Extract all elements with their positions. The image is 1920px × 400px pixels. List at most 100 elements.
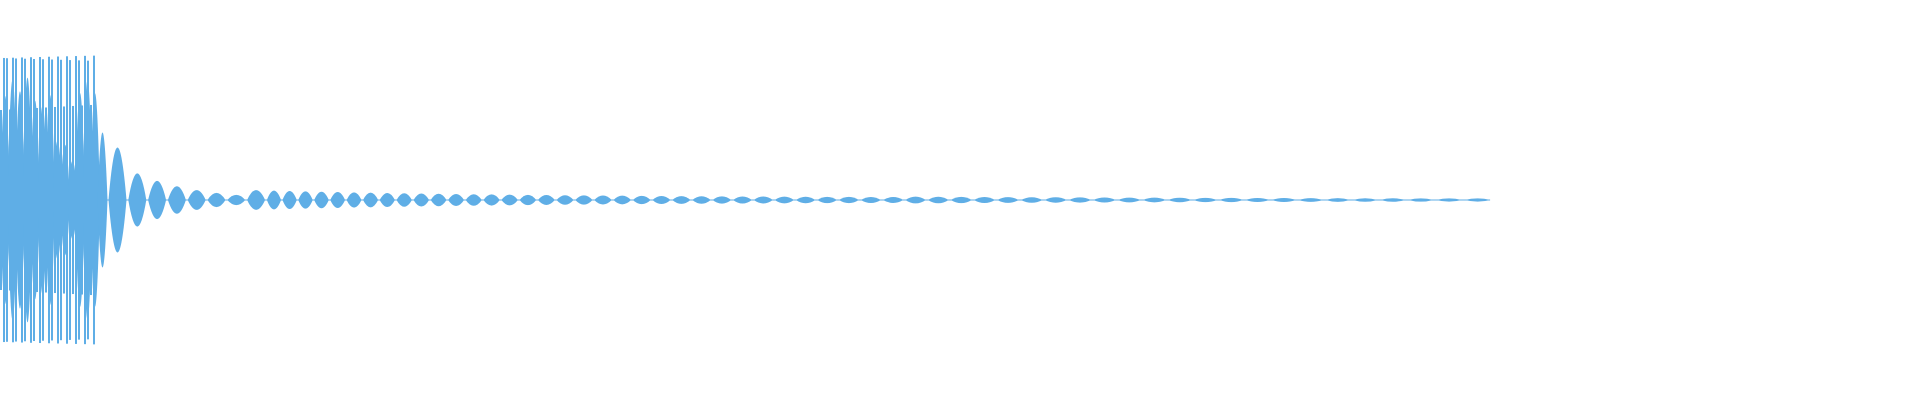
waveform-lobe bbox=[298, 191, 313, 209]
waveform-lobe bbox=[266, 190, 282, 210]
waveform-lobe bbox=[1271, 198, 1297, 202]
waveform-lobe bbox=[860, 196, 881, 204]
waveform-lobe bbox=[537, 195, 555, 205]
waveform-lobe bbox=[519, 194, 537, 206]
waveform-burst-bar bbox=[93, 55, 95, 345]
waveform-burst-bar bbox=[45, 107, 47, 293]
waveform-lobe bbox=[753, 196, 773, 204]
waveform-lobe bbox=[817, 196, 837, 204]
waveform-lobe bbox=[413, 193, 430, 207]
waveform-lobe bbox=[1020, 197, 1043, 203]
waveform-burst-bar bbox=[18, 108, 20, 292]
waveform-burst-bar bbox=[63, 106, 65, 294]
waveform-lobe bbox=[1325, 198, 1351, 202]
waveform-lobe bbox=[927, 196, 949, 204]
waveform-burst-bar bbox=[30, 57, 32, 343]
waveform-lobe bbox=[314, 191, 329, 209]
waveform-burst-bar bbox=[60, 59, 62, 341]
waveform-burst-bar bbox=[12, 57, 14, 343]
waveform-burst-bar bbox=[66, 56, 68, 344]
waveform-burst-bar bbox=[39, 56, 41, 344]
waveform-burst-bar bbox=[78, 60, 80, 340]
waveform-lobe bbox=[838, 196, 859, 204]
waveform-burst-bar bbox=[54, 106, 56, 294]
waveform-lobe bbox=[1436, 198, 1463, 202]
waveform-lobe bbox=[632, 195, 651, 205]
waveform-lobe bbox=[97, 132, 108, 268]
waveform-lobe bbox=[882, 197, 904, 203]
waveform-lobe bbox=[613, 195, 632, 205]
waveform-lobe bbox=[187, 190, 206, 210]
waveform-burst-bar bbox=[6, 58, 8, 342]
waveform-lobe bbox=[1068, 197, 1092, 203]
waveform-lobe bbox=[774, 196, 794, 204]
waveform-lobe bbox=[330, 192, 346, 208]
waveform-lobe bbox=[167, 186, 186, 214]
waveform-burst-bar bbox=[69, 60, 71, 340]
waveform-lobe bbox=[1408, 198, 1434, 202]
waveform-lobe bbox=[1464, 198, 1491, 202]
waveform-lobe bbox=[448, 193, 465, 207]
waveform-burst-bar bbox=[3, 57, 5, 343]
waveform-burst-bar bbox=[21, 57, 23, 343]
waveform-lobe bbox=[795, 196, 816, 204]
waveform-lobe bbox=[1219, 197, 1244, 203]
waveform-lobe bbox=[1298, 198, 1323, 202]
waveform-lobe bbox=[733, 196, 752, 204]
waveform-lobe bbox=[1117, 197, 1141, 203]
waveform-lobe bbox=[1245, 197, 1270, 203]
waveform-lobe bbox=[652, 195, 671, 205]
waveform-lobe bbox=[575, 195, 593, 205]
waveform-burst-bar bbox=[72, 105, 74, 295]
waveform-burst-bar bbox=[9, 109, 11, 291]
waveform-lobe bbox=[692, 196, 711, 204]
waveform-lobe bbox=[1093, 197, 1116, 203]
waveform-lobe bbox=[1380, 198, 1406, 202]
waveform-burst-bar bbox=[57, 56, 59, 344]
waveform-lobe bbox=[950, 196, 972, 204]
waveform-lobe bbox=[483, 194, 500, 206]
waveform-burst-bar bbox=[15, 58, 17, 342]
waveform-lobe bbox=[128, 173, 147, 227]
waveform-lobe bbox=[1193, 197, 1218, 203]
waveform-lobe bbox=[465, 194, 482, 206]
waveform-lobe bbox=[108, 147, 127, 253]
waveform-lobe bbox=[973, 196, 996, 204]
waveform-burst-bar bbox=[48, 56, 50, 344]
waveform-lobe bbox=[247, 190, 266, 210]
waveform-lobe bbox=[501, 194, 518, 206]
waveform-burst-bar bbox=[87, 60, 89, 340]
waveform-lobe bbox=[672, 196, 691, 204]
waveform-lobe bbox=[997, 197, 1019, 203]
waveform-burst-bar bbox=[0, 110, 2, 290]
waveform-burst-bar bbox=[27, 108, 29, 292]
waveform-burst-bar bbox=[42, 59, 44, 341]
waveform-burst-bar bbox=[84, 55, 86, 345]
waveform-lobe bbox=[594, 195, 612, 205]
waveform-burst-bar bbox=[33, 58, 35, 342]
waveform-lobe bbox=[148, 180, 167, 220]
waveform-burst-bar bbox=[75, 56, 77, 344]
waveform-lobe bbox=[207, 192, 226, 208]
waveform-burst-bar bbox=[90, 104, 92, 296]
waveform-burst-bar bbox=[51, 59, 53, 341]
waveform-lobe bbox=[712, 196, 732, 204]
waveform-lobe bbox=[1044, 197, 1067, 203]
waveform-lobe bbox=[227, 194, 246, 206]
waveform-lobe bbox=[1168, 197, 1192, 203]
waveform-lobe bbox=[905, 196, 926, 204]
waveform-lobe bbox=[346, 192, 362, 208]
waveform-lobe bbox=[1352, 198, 1378, 202]
waveform-burst-bar bbox=[81, 105, 83, 295]
waveform-lobe bbox=[282, 190, 297, 210]
waveform-burst-bar bbox=[24, 58, 26, 342]
waveform-burst-bar bbox=[36, 107, 38, 293]
waveform-lobe bbox=[379, 192, 395, 208]
waveform-lobe bbox=[430, 193, 447, 207]
waveform-lobe bbox=[363, 192, 379, 208]
waveform-lobe bbox=[556, 195, 574, 205]
waveform-lobe bbox=[396, 193, 412, 207]
waveform-lobe bbox=[1142, 197, 1166, 203]
